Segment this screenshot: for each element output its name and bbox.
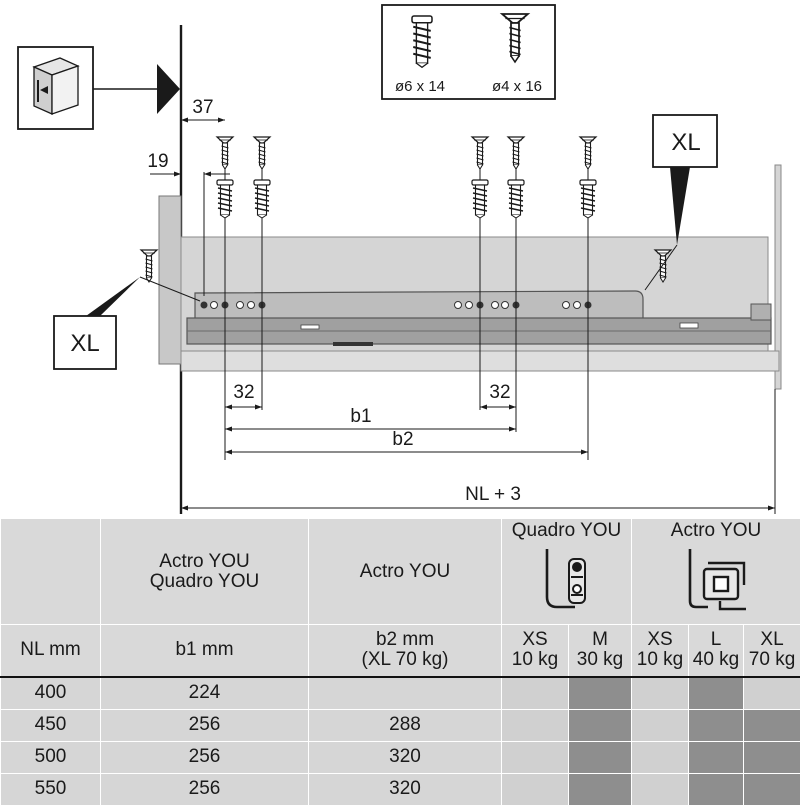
availability-cell (502, 677, 569, 710)
dim-19-text: 19 (147, 151, 168, 172)
load-class-l-actro: L 40 kg (689, 625, 744, 677)
load-class-code: M (569, 630, 631, 650)
spec-table: Actro YOU Quadro YOU Actro YOU Quadro YO… (0, 518, 800, 806)
availability-cell (689, 773, 744, 805)
load-class-code: L (689, 630, 743, 650)
load-class-xs-quadro: XS 10 kg (502, 625, 569, 677)
load-class-load: 70 kg (744, 650, 800, 670)
dim-19: 19 (147, 151, 230, 174)
availability-cell (502, 741, 569, 773)
group-quadro-name: Quadro YOU (502, 521, 631, 541)
dim-37: 37 (181, 97, 225, 120)
header-b1-system-1: Actro YOU (101, 552, 308, 572)
header-b1-text: b1 mm (175, 639, 233, 660)
availability-cell (632, 709, 689, 741)
load-class-load: 40 kg (689, 650, 743, 670)
load-class-code: XS (632, 630, 688, 650)
cabinet-3d-icon (34, 58, 78, 114)
availability-cell (689, 741, 744, 773)
header-nl: NL mm (1, 625, 101, 677)
xl-screw-left (141, 250, 157, 282)
callout-xl-left-text: XL (70, 330, 99, 357)
dim-b1-text: b1 (350, 406, 371, 427)
group-actro: Actro YOU (632, 519, 800, 625)
dim-b2-text: b2 (392, 429, 413, 450)
availability-cell (689, 677, 744, 710)
cabinet-icon-box (18, 47, 93, 129)
dim-b2: b2 (225, 429, 588, 452)
front-panel (159, 196, 181, 364)
header-b2-system-name: Actro YOU (360, 561, 450, 582)
load-class-xl-actro: XL 70 kg (744, 625, 800, 677)
nl-cell: 500 (1, 741, 101, 773)
nl-cell: 400 (1, 677, 101, 710)
load-class-load: 10 kg (632, 650, 688, 670)
header-b2-text: b2 mm (309, 630, 501, 650)
availability-cell (502, 709, 569, 741)
availability-cell (569, 773, 632, 805)
availability-cell (569, 709, 632, 741)
availability-cell (744, 709, 800, 741)
nl-cell: 450 (1, 709, 101, 741)
header-nl-text: NL mm (20, 639, 81, 660)
screw-set-top (217, 137, 596, 218)
availability-cell (632, 773, 689, 805)
callout-xl-right-text: XL (671, 129, 700, 156)
b2-cell (309, 677, 502, 710)
screw-label-euro: ø6 x 14 (395, 78, 445, 95)
nl-cell: 550 (1, 773, 101, 805)
availability-cell (632, 741, 689, 773)
availability-cell (689, 709, 744, 741)
dim-32-right-text: 32 (489, 382, 510, 403)
b1-cell: 256 (101, 709, 309, 741)
b1-cell: 256 (101, 741, 309, 773)
dim-32-left: 32 (225, 382, 262, 407)
group-actro-name: Actro YOU (632, 521, 800, 541)
b2-cell: 288 (309, 709, 502, 741)
group-quadro: Quadro YOU (502, 519, 632, 625)
header-b2-note: (XL 70 kg) (309, 650, 501, 670)
b2-cell: 320 (309, 773, 502, 805)
availability-cell (632, 677, 689, 710)
header-b1-systems: Actro YOU Quadro YOU (101, 519, 309, 625)
load-class-code: XL (744, 630, 800, 650)
availability-cell (744, 773, 800, 805)
dim-32-right: 32 (480, 382, 516, 407)
availability-cell (502, 773, 569, 805)
header-b1-system-2: Quadro YOU (101, 572, 308, 592)
load-class-xs-actro: XS 10 kg (632, 625, 689, 677)
header-b1: b1 mm (101, 625, 309, 677)
load-class-code: XS (502, 630, 568, 650)
availability-cell (744, 741, 800, 773)
availability-cell (569, 741, 632, 773)
actro-profile-icon (674, 545, 758, 615)
header-b2: b2 mm (XL 70 kg) (309, 625, 502, 677)
load-class-load: 10 kg (502, 650, 568, 670)
header-empty (1, 519, 101, 625)
header-b2-system: Actro YOU (309, 519, 502, 625)
dim-32-left-text: 32 (233, 382, 254, 403)
quadro-profile-icon (535, 545, 599, 615)
availability-cell (569, 677, 632, 710)
load-class-m-quadro: M 30 kg (569, 625, 632, 677)
wall-arrow-head (157, 64, 180, 114)
dim-b1: b1 (225, 406, 516, 429)
b1-cell: 224 (101, 677, 309, 710)
b2-cell: 320 (309, 741, 502, 773)
availability-cell (744, 677, 800, 710)
screw-legend: ø6 x 14 ø4 x 16 (382, 5, 555, 99)
b1-cell: 256 (101, 773, 309, 805)
load-class-load: 30 kg (569, 650, 631, 670)
dim-nl-text: NL + 3 (465, 484, 521, 505)
screw-label-chipboard: ø4 x 16 (492, 78, 542, 95)
assembly-drawing: ø6 x 14 ø4 x 16 (0, 0, 800, 520)
dim-37-text: 37 (192, 97, 213, 118)
